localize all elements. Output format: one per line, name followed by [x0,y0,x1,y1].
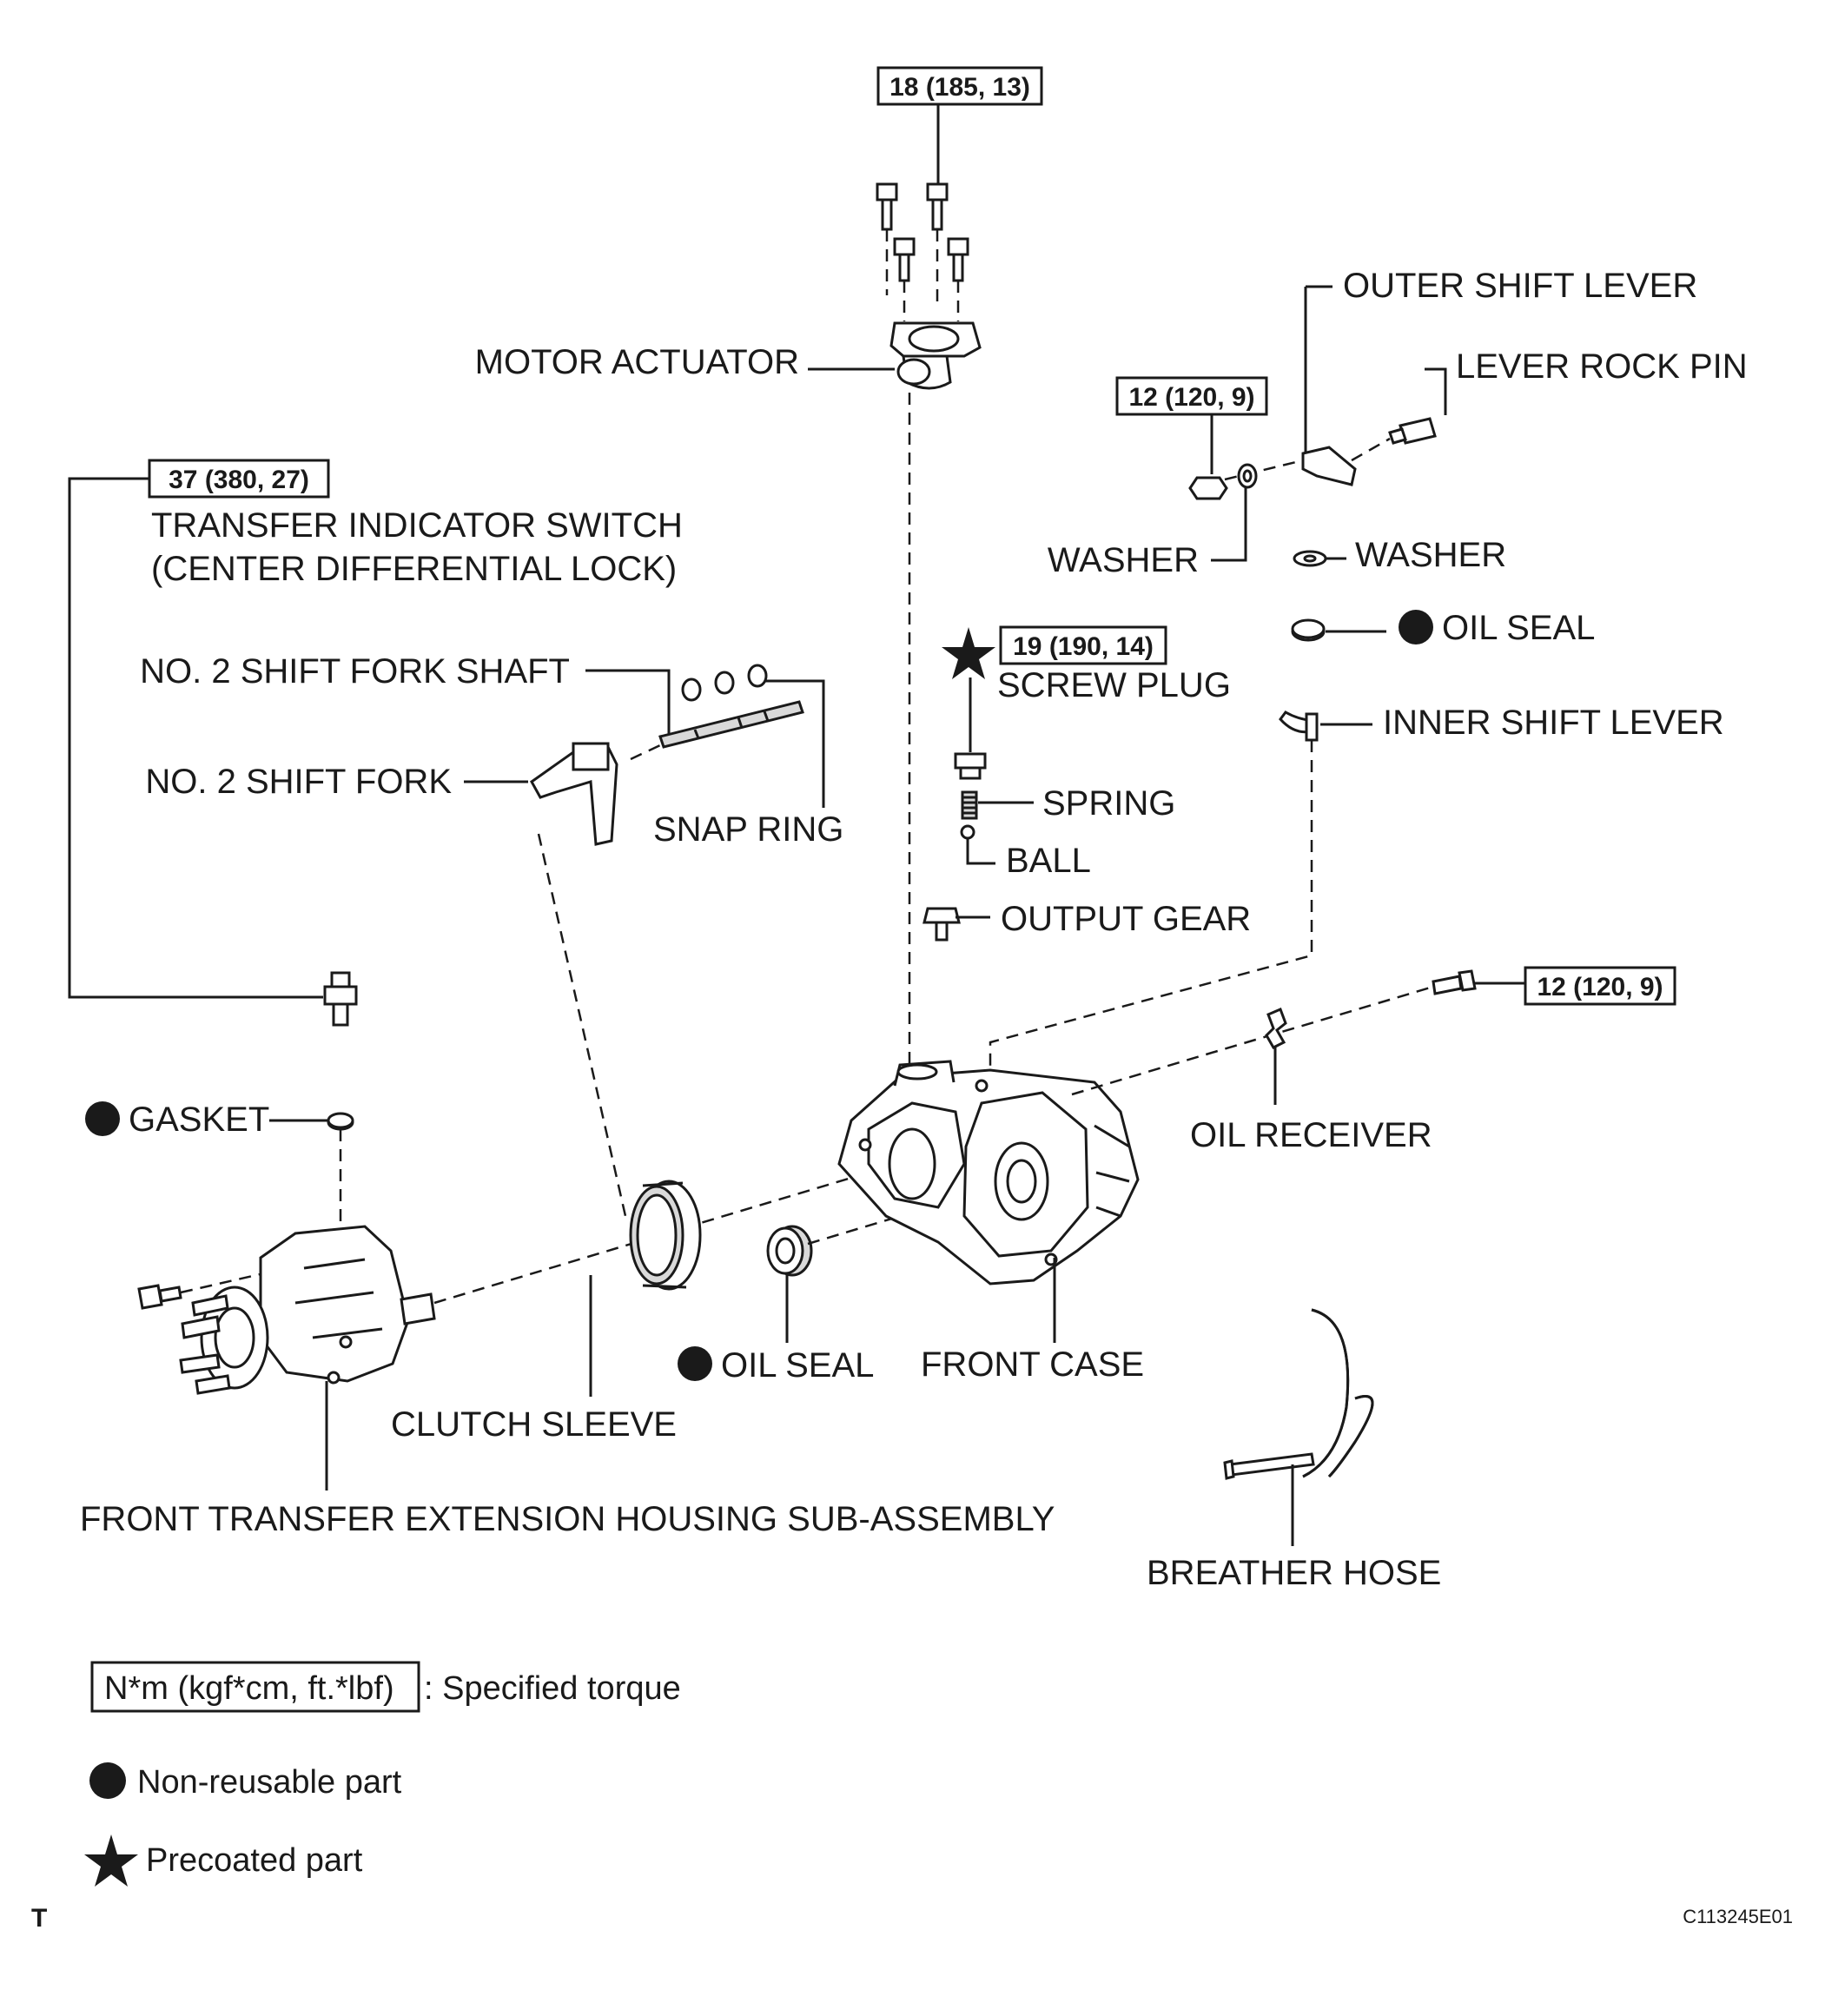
legend-precoated-label: Precoated part [146,1842,363,1879]
label-oil-seal-lower: OIL SEAL [721,1346,874,1385]
oil-receiver-part [1265,1008,1287,1049]
torque-box-indicator-switch: 37 (380, 27) [148,459,330,499]
washer-inner [1293,550,1327,567]
breather-hose-part [1223,1308,1374,1480]
corner-mark: T [31,1904,47,1933]
lever-nut [1188,476,1228,500]
label-outer-shift-lever: OUTER SHIFT LEVER [1343,267,1697,305]
clutch-sleeve-part [629,1180,702,1291]
label-front-case: FRONT CASE [921,1345,1144,1384]
label-snap-ring: SNAP RING [653,810,843,849]
label-front-transfer-extension-housing: FRONT TRANSFER EXTENSION HOUSING SUB-ASS… [80,1500,1055,1538]
label-spring: SPRING [1042,784,1175,823]
outer-shift-lever [1301,446,1357,486]
torque-box-motor-actuator: 18 (185, 13) [876,66,1043,106]
torque-value: 19 (190, 14) [1013,632,1154,661]
torque-value: 12 (120, 9) [1128,383,1254,412]
output-gear-part [922,907,961,942]
torque-value: 12 (120, 9) [1537,973,1663,1001]
legend: N*m (kgf*cm, ft.*lbf) : Specified torque… [84,1661,681,1887]
torque-box-screw-plug: 19 (190, 14) [999,625,1167,665]
front-case-part [837,1060,1140,1286]
legend-precoated: Precoated part [84,1834,363,1887]
front-transfer-extension-housing [179,1225,436,1395]
label-screw-plug: SCREW PLUG [997,666,1231,704]
washer-outer [1237,463,1258,489]
torque-value: 37 (380, 27) [169,466,309,494]
oil-seal-upper-part [1291,618,1326,642]
label-washer-2: WASHER [1355,536,1506,574]
label-lever-rock-pin: LEVER ROCK PIN [1456,347,1748,386]
legend-torque-desc: : Specified torque [424,1670,681,1707]
label-no2-shift-fork: NO. 2 SHIFT FORK [145,763,452,801]
snap-rings [681,664,768,702]
torque-value: 18 (185, 13) [889,73,1030,102]
label-no2-shift-fork-shaft: NO. 2 SHIFT FORK SHAFT [140,652,570,691]
torque-box-oil-receiver: 12 (120, 9) [1524,966,1676,1006]
label-washer-1: WASHER [1048,541,1199,579]
oil-receiver-bolt [1432,969,1477,995]
label-inner-shift-lever: INNER SHIFT LEVER [1383,704,1724,742]
label-motor-actuator: MOTOR ACTUATOR [475,343,799,381]
lever-rock-pin [1388,417,1437,445]
actuator-bolts [876,182,969,282]
torque-box-lever-nut: 12 (120, 9) [1115,376,1268,416]
label-gasket: GASKET [129,1101,269,1139]
label-breather-hose: BREATHER HOSE [1147,1554,1441,1592]
screw-plug [954,752,987,780]
legend-non-reusable-label: Non-reusable part [137,1764,402,1801]
label-ball: BALL [1006,842,1091,880]
legend-torque: N*m (kgf*cm, ft.*lbf) : Specified torque [90,1661,681,1713]
transfer-indicator-switch-part [323,971,358,1027]
oil-seal-lower-part [766,1225,813,1277]
label-output-gear: OUTPUT GEAR [1001,900,1251,938]
spring-part [961,790,978,820]
label-transfer-indicator-switch: TRANSFER INDICATOR SWITCH [151,506,683,545]
label-oil-receiver: OIL RECEIVER [1190,1116,1432,1154]
label-center-differential-lock: (CENTER DIFFERENTIAL LOCK) [151,550,677,588]
legend-non-reusable: Non-reusable part [89,1762,402,1801]
motor-actuator [889,321,982,390]
legend-torque-unit: N*m (kgf*cm, ft.*lbf) [104,1670,394,1707]
figure-code: C113245E01 [1683,1906,1793,1927]
label-clutch-sleeve: CLUTCH SLEEVE [391,1405,677,1444]
extension-housing-bolt [137,1284,182,1310]
no2-shift-fork-part [530,742,618,846]
shift-fork-shaft [658,700,804,749]
inner-shift-lever [1279,711,1319,742]
gasket-part [327,1112,354,1131]
label-oil-seal-upper: OIL SEAL [1442,609,1595,647]
